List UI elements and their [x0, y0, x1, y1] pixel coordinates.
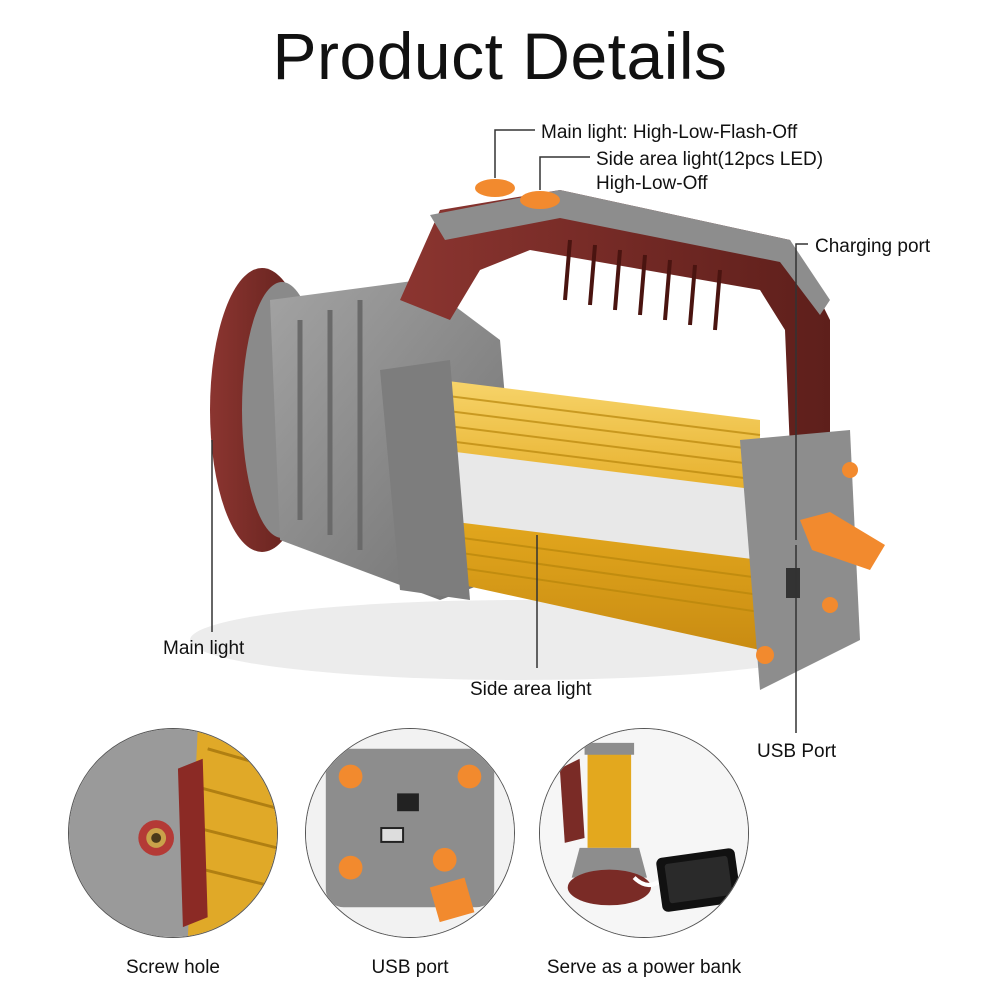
detail-caption-screw-hole: Screw hole [126, 957, 220, 978]
power-bank-image [540, 729, 748, 937]
page-title: Product Details [272, 19, 728, 93]
detail-caption-power-bank: Serve as a power bank [546, 957, 742, 978]
usb-port-image [306, 729, 514, 937]
side-area-light-label: Side area light [470, 679, 592, 700]
usb-port-label: USB Port [757, 741, 837, 762]
main-light-label: Main light [163, 638, 245, 659]
screw-hole-image [69, 729, 277, 937]
detail-usb-port [305, 728, 515, 938]
detail-power-bank [539, 728, 749, 938]
main-light-modes-label: Main light: High-Low-Flash-Off [541, 122, 798, 143]
side-light-modes-label: Side area light(12pcs LED) [596, 149, 824, 170]
detail-screw-hole [68, 728, 278, 938]
detail-caption-usb-port: USB port [371, 957, 449, 978]
charging-port-label: Charging port [815, 236, 931, 257]
side-light-modes-sub-label: High-Low-Off [596, 173, 708, 194]
